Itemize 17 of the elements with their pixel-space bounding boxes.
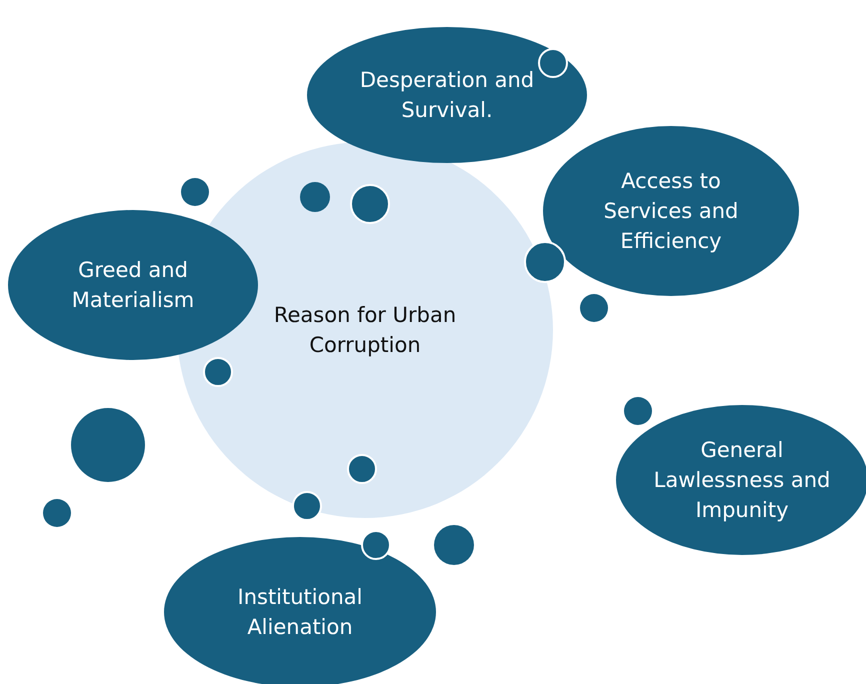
dot <box>43 499 71 527</box>
dot <box>434 525 474 565</box>
dot <box>350 184 390 224</box>
dot <box>580 294 608 322</box>
topic-label: Desperation and Survival. <box>358 67 536 124</box>
central-title: Reason for Urban Corruption <box>272 302 458 359</box>
dot <box>361 530 391 560</box>
dot <box>292 491 322 521</box>
dot <box>203 357 233 387</box>
topic-label: Access to Services and Efficiency <box>602 168 740 255</box>
topic-label: Institutional Alienation <box>236 584 364 641</box>
dot <box>624 397 652 425</box>
dot <box>300 182 330 212</box>
dot <box>538 48 568 78</box>
topic-label: Greed and Materialism <box>70 257 196 314</box>
dot <box>347 454 377 484</box>
topic-label: General Lawlessness and Impunity <box>652 437 832 524</box>
